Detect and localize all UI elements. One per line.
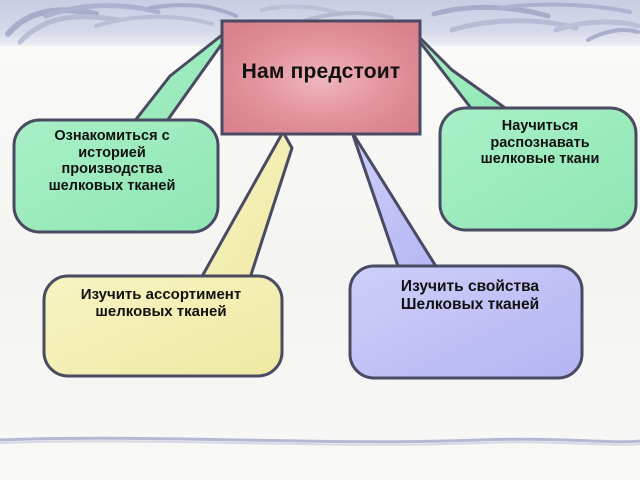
branch-box-properties — [348, 264, 584, 380]
branch-node-assortment[interactable] — [42, 130, 294, 378]
branch-box-assortment — [42, 274, 284, 378]
branch-tail-properties — [350, 130, 444, 278]
branch-node-history[interactable] — [12, 22, 238, 234]
branch-box-history — [12, 118, 220, 234]
branch-tail-recognize — [404, 22, 524, 122]
branch-node-recognize[interactable] — [404, 22, 638, 232]
footer-rule — [0, 436, 640, 446]
branch-node-properties[interactable] — [348, 130, 584, 380]
center-node-box[interactable] — [220, 19, 422, 136]
decorative-brush-strokes — [5, 2, 640, 45]
branch-box-recognize — [438, 106, 638, 232]
